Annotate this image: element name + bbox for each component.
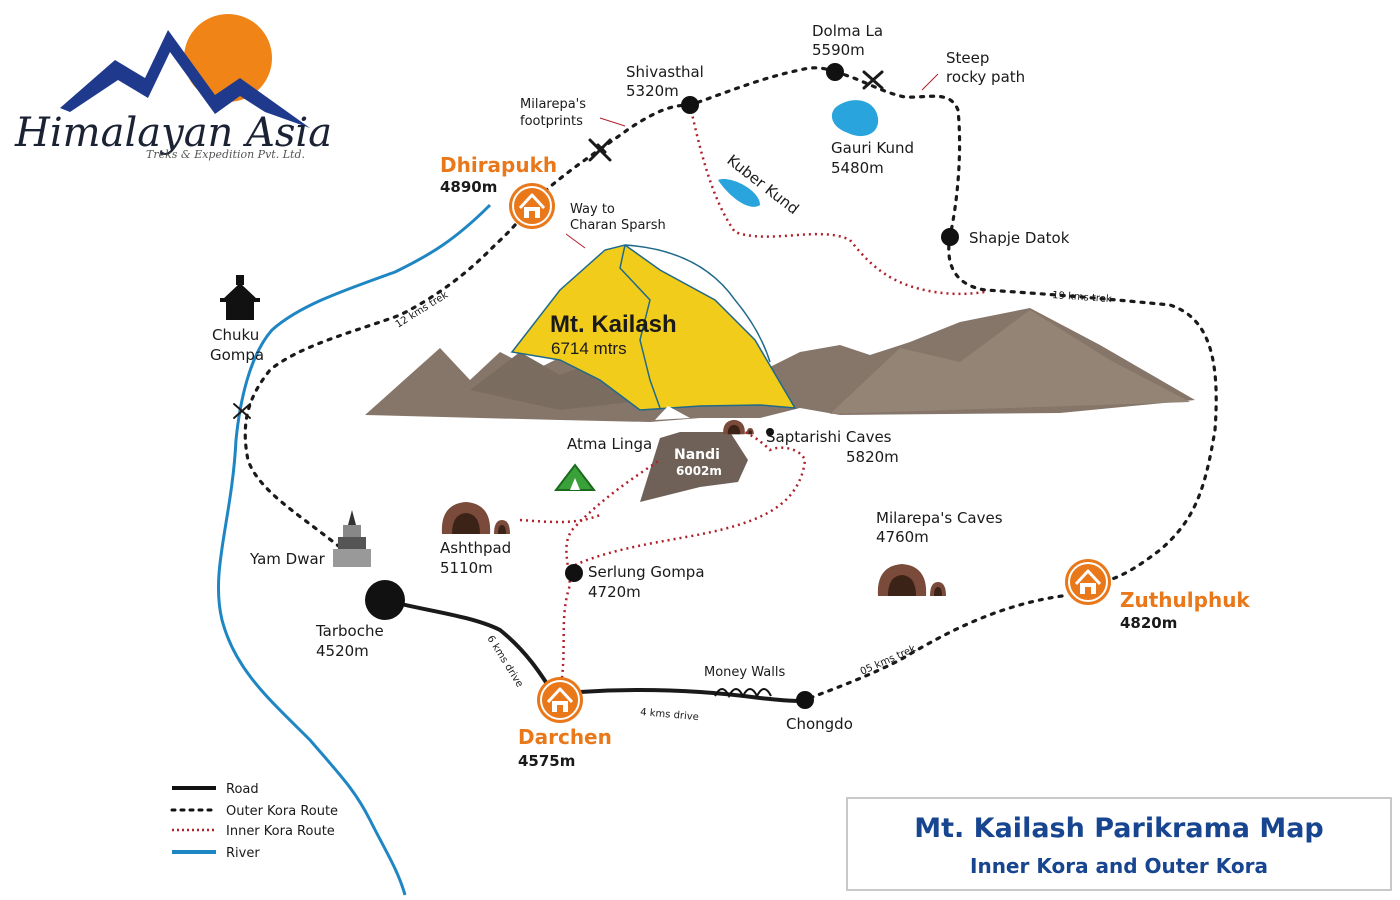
dolma-la-point <box>826 63 844 81</box>
map-title-box: Mt. Kailash Parikrama Map Inner Kora and… <box>846 797 1392 891</box>
zuthulphuk-camp-icon <box>1063 557 1113 607</box>
chuku-gompa-line1: Chuku <box>212 326 259 344</box>
footprints-note-2: footprints <box>520 114 583 129</box>
distance-6km: 6 kms drive <box>484 634 524 690</box>
legend-river-label: River <box>226 846 260 861</box>
pass-marker-icon <box>862 70 884 90</box>
brand-name: Himalayan Asia <box>14 110 332 156</box>
dolma-la-name: Dolma La <box>812 22 883 40</box>
map-subtitle: Inner Kora and Outer Kora <box>970 854 1268 878</box>
money-walls-icon <box>714 688 772 699</box>
legend-road-label: Road <box>226 782 259 797</box>
shapje-datok-point <box>941 228 959 246</box>
mountain-logo-icon <box>60 30 310 128</box>
bridge-icon <box>233 403 251 419</box>
gauri-kund-name: Gauri Kund <box>831 139 914 157</box>
shivasthal-altitude: 5320m <box>626 82 679 100</box>
distance-12km: 12 kms trek <box>394 290 451 331</box>
steep-note-1: Steep <box>946 49 989 67</box>
chongdo-name: Chongdo <box>786 715 853 733</box>
serlung-point <box>565 564 583 582</box>
milarepa-cave-icon <box>877 564 946 596</box>
dhirapukh-camp-icon <box>507 181 557 231</box>
chuku-gompa-icon <box>220 275 260 320</box>
charan-note-1: Way to <box>570 202 615 217</box>
outer-kora-south <box>803 594 1064 702</box>
outer-kora-east <box>833 70 1218 587</box>
nandi-altitude: 6002m <box>676 464 722 478</box>
sun-icon <box>184 14 272 102</box>
darchen-camp-icon <box>535 675 585 725</box>
distance-05km: 05 kms trek <box>859 643 918 677</box>
yam-dwar-name: Yam Dwar <box>249 550 326 568</box>
ashthpad-name: Ashthpad <box>440 539 511 557</box>
road-darchen-chongdo <box>579 688 806 703</box>
money-walls-name: Money Walls <box>704 665 785 680</box>
brand-tagline: Treks & Expedition Pvt. Ltd. <box>146 148 305 161</box>
peak-altitude: 6714 mtrs <box>551 339 627 358</box>
saptarishi-name: Saptarishi Caves <box>766 428 892 446</box>
tarboche-altitude: 4520m <box>316 642 369 660</box>
milarepa-caves-name: Milarepa's Caves <box>876 509 1003 527</box>
brand-logo: Himalayan Asia Treks & Expedition Pvt. L… <box>14 14 332 161</box>
dhirapukh-altitude: 4890m <box>440 178 497 196</box>
ashthpad-altitude: 5110m <box>440 559 493 577</box>
legend-inner-label: Inner Kora Route <box>226 824 335 839</box>
saptarishi-cave-icon <box>723 419 754 435</box>
road-tarboche-darchen <box>384 598 558 700</box>
zuthulphuk-name: Zuthulphuk <box>1120 588 1250 612</box>
map-title: Mt. Kailash Parikrama Map <box>914 813 1324 844</box>
shivasthal-point <box>681 96 699 114</box>
tent-icon <box>553 463 597 491</box>
river-line <box>216 203 492 896</box>
mt-kailash-peak <box>510 244 797 411</box>
yam-dwar-icon <box>333 510 371 567</box>
chongdo-point <box>796 691 814 709</box>
nandi-label: Nandi <box>674 447 720 463</box>
shivasthal-name: Shivasthal <box>626 63 704 81</box>
outer-kora-north <box>528 66 837 207</box>
inner-kora-east <box>574 430 807 567</box>
tarboche-point <box>365 580 405 620</box>
outer-kora-west <box>243 203 532 562</box>
nandi-peak <box>640 432 748 502</box>
shapje-datok-name: Shapje Datok <box>969 229 1070 247</box>
atma-linga-name: Atma Linga <box>567 435 652 453</box>
kuber-kund-lake <box>718 179 760 207</box>
serlung-name: Serlung Gompa <box>588 563 705 581</box>
chuku-gompa-line2: Gompa <box>210 346 264 364</box>
legend: Road Outer Kora Route Inner Kora Route R… <box>170 782 338 861</box>
tarboche-name: Tarboche <box>315 622 384 640</box>
footprints-note-1: Milarepa's <box>520 97 586 112</box>
gauri-kund-lake <box>831 100 879 137</box>
zuthulphuk-altitude: 4820m <box>1120 614 1177 632</box>
gauri-kund-altitude: 5480m <box>831 159 884 177</box>
saptarishi-altitude: 5820m <box>846 448 899 466</box>
inner-kora-north <box>688 104 986 296</box>
ashthpad-cave-icon <box>441 502 510 534</box>
dhirapukh-name: Dhirapukh <box>440 153 557 177</box>
charan-note-2: Charan Sparsh <box>570 218 666 233</box>
distance-4km: 4 kms drive <box>640 707 700 723</box>
distance-19km: 19 kms trek <box>1052 290 1112 305</box>
darchen-name: Darchen <box>518 725 612 749</box>
milarepa-caves-altitude: 4760m <box>876 528 929 546</box>
peak-name: Mt. Kailash <box>550 311 677 338</box>
darchen-altitude: 4575m <box>518 752 575 770</box>
serlung-altitude: 4720m <box>588 583 641 601</box>
legend-outer-label: Outer Kora Route <box>226 804 338 819</box>
footprints-icon <box>588 138 612 162</box>
steep-note-2: rocky path <box>946 68 1025 86</box>
dolma-la-altitude: 5590m <box>812 41 865 59</box>
